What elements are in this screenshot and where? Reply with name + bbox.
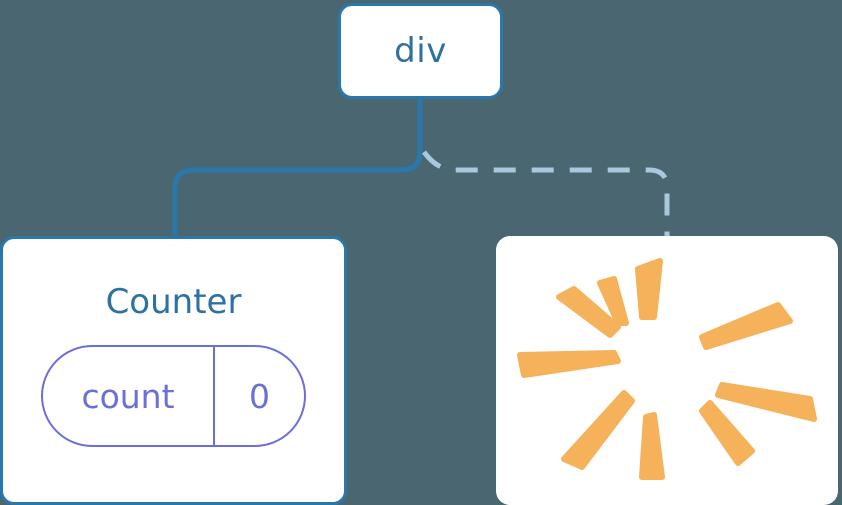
- ray-nnw: [597, 275, 629, 326]
- ray-e: [715, 381, 817, 422]
- ray-s: [639, 411, 665, 480]
- sparkle-burst-icon: [517, 257, 817, 480]
- node-div[interactable]: div: [338, 3, 503, 99]
- ray-nw: [556, 285, 621, 338]
- ray-sse: [699, 399, 755, 466]
- state-pill-count[interactable]: count 0: [41, 345, 306, 447]
- node-counter[interactable]: Counter count 0: [0, 236, 347, 505]
- state-pill-key: count: [43, 347, 215, 445]
- ray-sw: [561, 389, 635, 470]
- ray-n: [635, 257, 663, 320]
- edge-root-to-counter: [172, 97, 423, 240]
- node-div-label: div: [394, 31, 447, 71]
- node-render-burst[interactable]: [496, 236, 838, 505]
- state-pill-value: 0: [249, 376, 270, 416]
- ray-ne: [699, 301, 793, 350]
- ray-w: [517, 349, 621, 378]
- node-counter-label: Counter: [105, 282, 242, 322]
- edge-root-to-sparkle: [421, 150, 670, 240]
